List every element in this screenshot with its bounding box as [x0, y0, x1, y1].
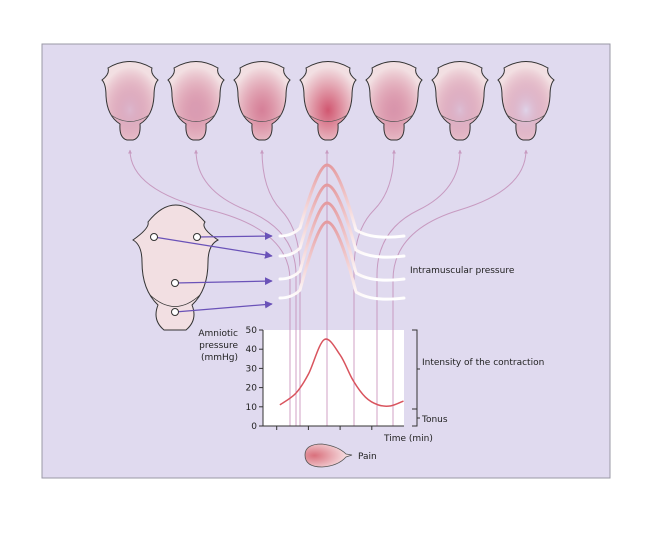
sensor-dot — [193, 233, 201, 241]
pain-icon — [304, 443, 353, 468]
uterus-outline — [101, 61, 159, 141]
y-axis-label-1: Amniotic — [198, 329, 238, 339]
y-tick-label: 0 — [251, 422, 257, 432]
sensor-arrow — [153, 236, 273, 259]
uterus-outline — [365, 61, 423, 141]
sensor-arrow — [174, 300, 273, 313]
intramuscular-pressure-waves — [278, 163, 406, 301]
sensor-uterus — [132, 204, 273, 331]
sensor-dot — [150, 233, 158, 241]
uterus-cervix-line — [110, 114, 150, 122]
sensor-arrow — [174, 277, 273, 286]
uterus-outline — [167, 61, 225, 141]
y-tick-label: 10 — [246, 403, 258, 413]
uterus-4 — [299, 61, 357, 141]
uterus-6 — [431, 61, 489, 141]
x-axis-label: Time (min) — [383, 434, 433, 444]
uterus-cervix-line — [440, 114, 480, 122]
pressure-wave — [278, 183, 406, 259]
uterus-2 — [167, 61, 225, 141]
y-tick-label: 40 — [246, 345, 258, 355]
uterus-7 — [497, 61, 555, 141]
guide-line — [128, 149, 291, 426]
sensor-arrow — [196, 232, 273, 240]
guide-line — [260, 149, 301, 426]
tonus-label: Tonus — [421, 415, 448, 425]
uterus-outline — [233, 61, 291, 141]
uterus-3 — [233, 61, 291, 141]
uterus-outline — [431, 61, 489, 141]
uterus-1 — [101, 61, 159, 141]
pressure-wave — [278, 201, 406, 282]
pain-label: Pain — [358, 452, 377, 462]
guide-lines — [128, 149, 528, 426]
uterus-cervix-line — [506, 114, 546, 122]
intensity-label: Intensity of the contraction — [422, 358, 544, 368]
y-tick-label: 50 — [246, 326, 258, 336]
uterus-row — [101, 61, 555, 141]
guide-line — [194, 149, 297, 426]
uterus-5 — [365, 61, 423, 141]
y-tick-label: 20 — [246, 384, 258, 394]
uterus-outline — [497, 61, 555, 141]
guide-line — [353, 149, 396, 426]
sensor-dot — [171, 308, 179, 316]
sensor-dot — [171, 279, 179, 287]
uterus-cervix-line — [242, 114, 282, 122]
y-axis-label-3: (mmHg) — [201, 353, 238, 363]
uterus-outline — [299, 61, 357, 141]
guide-line — [392, 149, 528, 426]
tonus-bracket — [412, 408, 420, 427]
y-tick-label: 30 — [246, 364, 258, 374]
uterus-cervix-line — [374, 114, 414, 122]
intramuscular-pressure-label: Intramuscular pressure — [410, 266, 515, 276]
pressure-wave — [278, 220, 406, 301]
uterus-cervix-line — [308, 114, 348, 122]
amniotic-pressure-chart: 0 10 20 30 40 50 Amniotic pressure (mmHg) Tim… — [198, 326, 544, 444]
uterus-cervix-line — [176, 114, 216, 122]
pressure-curve — [279, 338, 404, 407]
y-axis-label-2: pressure — [199, 341, 238, 351]
pressure-wave — [278, 163, 406, 239]
